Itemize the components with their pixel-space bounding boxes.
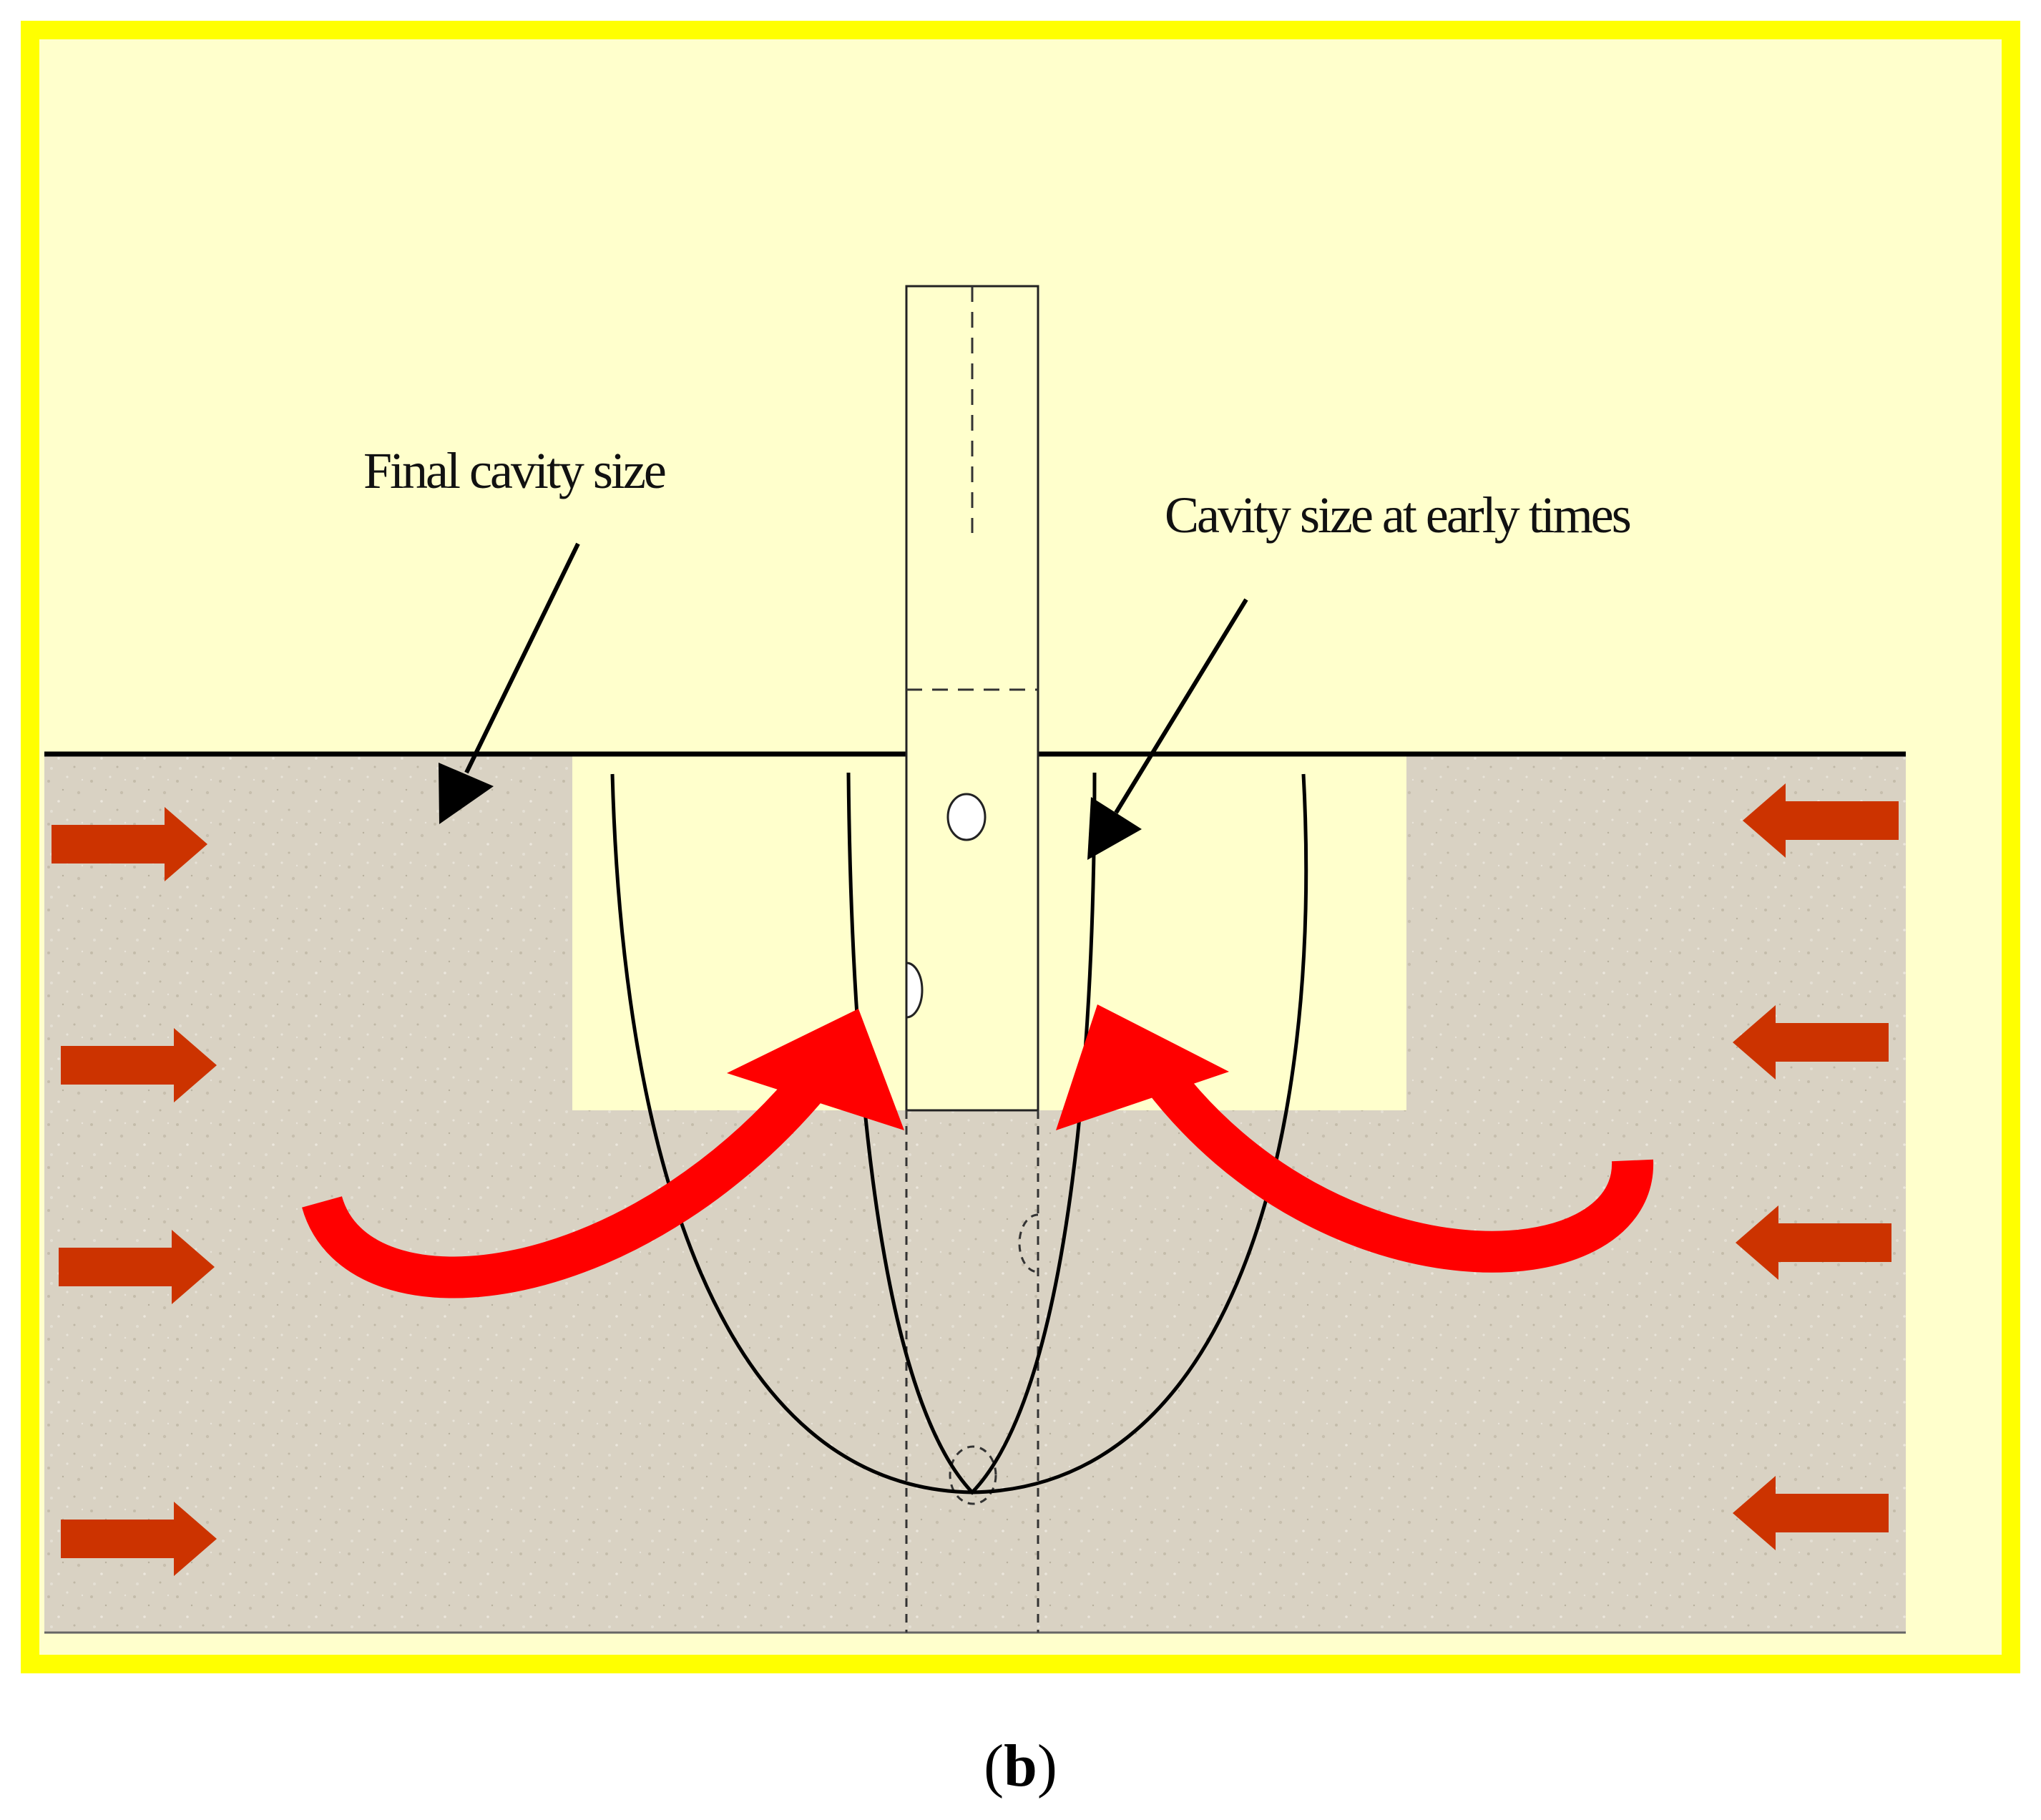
early-cavity-pointer-head <box>1087 797 1142 860</box>
flow-arrow-right-shaft <box>1142 1060 1654 1273</box>
pressure-arrow-left-2 <box>61 1028 217 1102</box>
pressure-arrow-right-1 <box>1743 783 1899 858</box>
early-cavity-pointer-line <box>1114 598 1248 814</box>
perforation-hole <box>946 793 987 841</box>
final-cavity-label: Final cavity size <box>363 442 665 499</box>
pressure-arrow-right-4 <box>1733 1476 1889 1550</box>
perforation-dashed-half <box>1018 1213 1039 1273</box>
perforation-dashed-bottom <box>949 1445 997 1505</box>
final-cavity-pointer-head <box>439 763 494 824</box>
pressure-arrow-left-4 <box>61 1502 217 1576</box>
caption-letter: b <box>1004 1733 1037 1799</box>
flow-arrow-right-head <box>1056 1004 1229 1130</box>
pressure-arrow-right-3 <box>1736 1205 1891 1280</box>
final-cavity-pointer-line <box>464 542 580 774</box>
early-cavity-label: Cavity size at early times <box>1165 486 1630 544</box>
pressure-arrow-right-2 <box>1733 1005 1889 1080</box>
figure-caption: (b) <box>0 1731 2041 1801</box>
caption-close-paren: ) <box>1037 1733 1057 1799</box>
well-casing <box>905 285 1039 1112</box>
pressure-arrow-left-1 <box>52 807 207 881</box>
flow-arrow-left-head <box>727 1009 904 1130</box>
pressure-arrow-left-3 <box>59 1230 215 1304</box>
flow-arrow-left-shaft <box>302 1046 847 1298</box>
caption-open-paren: ( <box>984 1733 1004 1799</box>
perforation-half-hole <box>905 962 924 1019</box>
